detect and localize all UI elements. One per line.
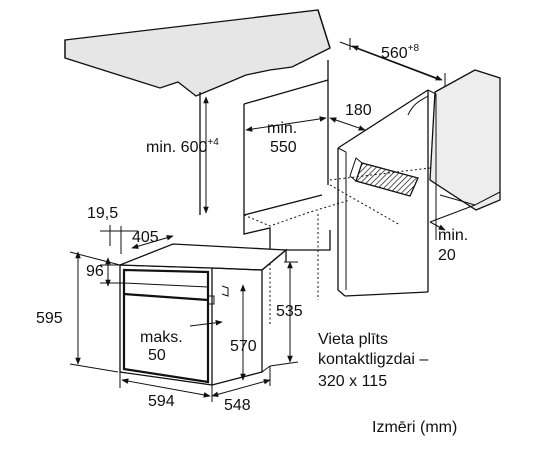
socket-note-line3: 320 x 115 [318, 373, 387, 390]
top-offset-label: 96 [86, 263, 104, 280]
cabinet-left-panel [199, 60, 331, 251]
body-height-label: 570 [230, 338, 257, 355]
total-height-label: 595 [36, 310, 63, 327]
rear-gap-label: 180 [345, 102, 372, 119]
socket-area [349, 157, 419, 197]
depth-min-word-label: min. [267, 120, 297, 137]
cabinet-right-panel [337, 89, 437, 297]
side-gap-min-value-label: 20 [438, 247, 456, 264]
total-width-label: 594 [148, 393, 175, 410]
door-max-value-label: 50 [148, 347, 166, 364]
door-max-word-label: maks. [140, 329, 183, 346]
countertop-left [64, 9, 331, 97]
side-height-label: 535 [276, 303, 303, 320]
height-min-label: min. 600+4 [146, 137, 219, 156]
oven [119, 243, 288, 386]
depth-clearance-label: 560+8 [381, 43, 420, 62]
front-offset-label: 19,5 [87, 205, 118, 222]
top-depth-label: 405 [132, 229, 159, 246]
hidden-edges [243, 167, 431, 326]
socket-note-line2: kontaktligzdai – [318, 351, 428, 368]
countertop-right [429, 69, 501, 211]
dimension-lines [69, 38, 476, 402]
total-depth-label: 548 [224, 397, 251, 414]
units-note: Izmēri (mm) [372, 419, 457, 436]
side-gap-min-word-label: min. [438, 227, 468, 244]
depth-min-value-label: 550 [270, 139, 297, 156]
socket-note-line1: Vieta plīts [318, 331, 388, 348]
